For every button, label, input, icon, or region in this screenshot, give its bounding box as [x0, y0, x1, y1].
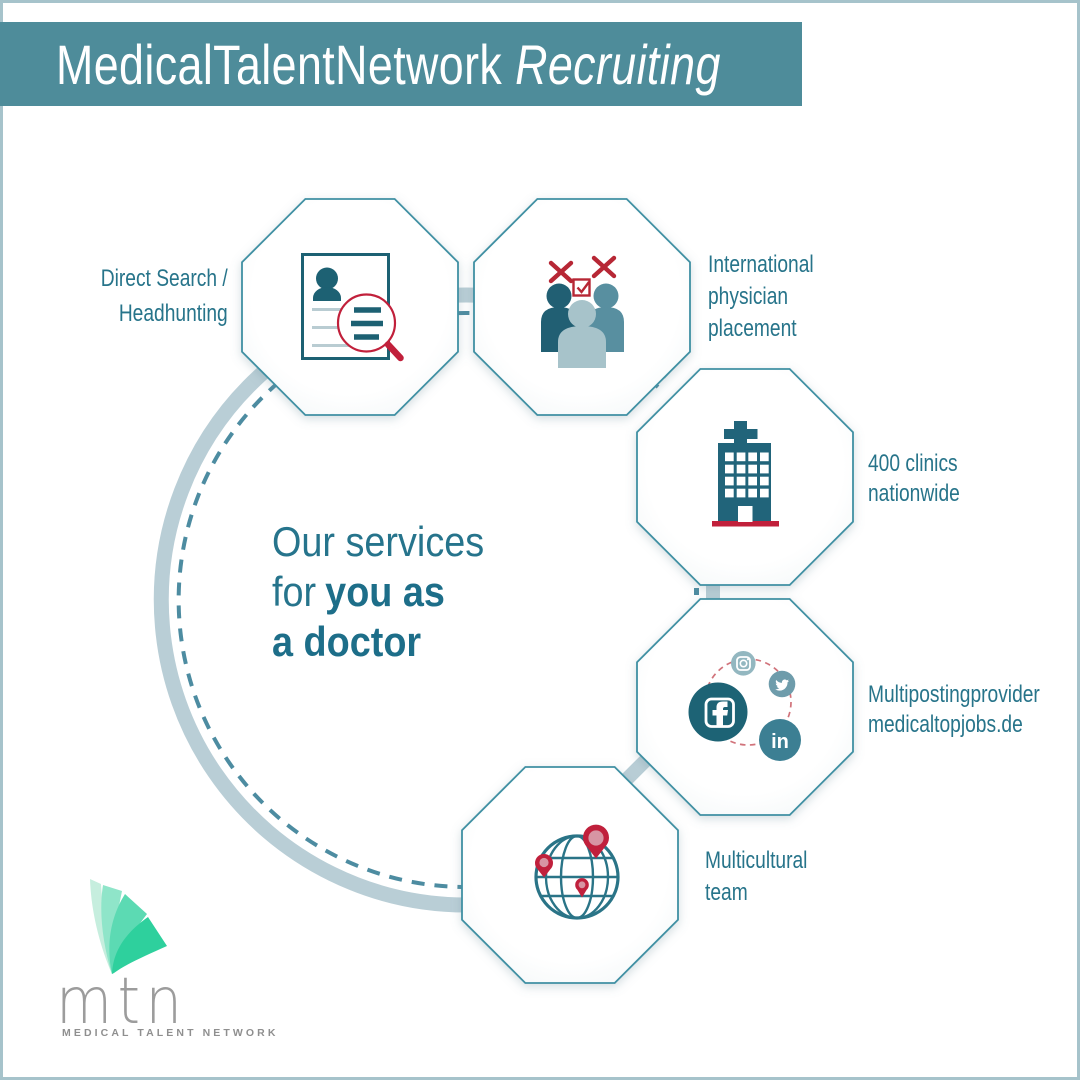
map-pin-large [583, 824, 609, 859]
label-direct-search: Direct Search / Headhunting [101, 265, 228, 327]
cv-magnifier-icon [301, 253, 404, 362]
instagram-icon [731, 651, 756, 676]
facebook-icon [688, 682, 748, 742]
globe-pins-icon [534, 824, 620, 920]
octagon-multicultural [461, 766, 679, 984]
label-multiposting: Multipostingprovider medicaltopjobs.de [868, 681, 1040, 738]
linkedin-icon: in [759, 719, 801, 761]
mtn-logo-fan-icon [90, 879, 167, 974]
logo-tagline: MEDICAL TALENT NETWORK [62, 1027, 279, 1039]
label-multicultural-team: Multicultural team [705, 847, 808, 906]
svg-text:in: in [771, 731, 789, 753]
twitter-icon [768, 670, 796, 698]
label-clinics: 400 clinics nationwide [868, 450, 960, 507]
map-pin-left [535, 853, 553, 878]
social-media-icon: in [688, 651, 801, 761]
page-title: MedicalTalentNetwork Recruiting [56, 33, 721, 96]
map-pin-small [575, 878, 589, 898]
checkbox-icon [572, 278, 591, 297]
header-bar: MedicalTalentNetwork Recruiting [0, 22, 802, 106]
logo-wordmark: mtn [56, 965, 188, 1039]
people-selection-icon [541, 255, 624, 368]
label-international-placement: International physician placement [708, 251, 814, 342]
clinic-building-icon [712, 421, 779, 527]
